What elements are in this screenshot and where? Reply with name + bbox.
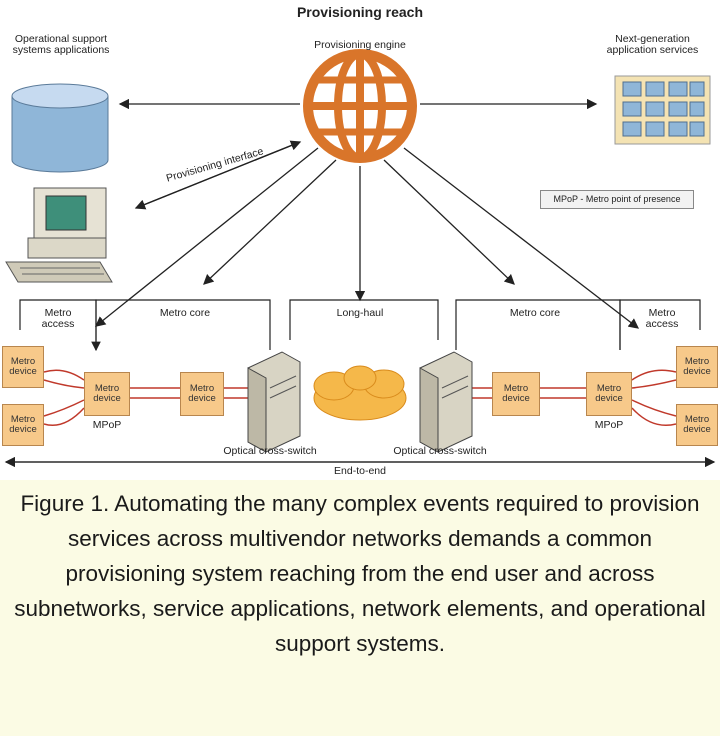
segment-metro-core-right: Metro core (509, 307, 561, 319)
segment-brackets (19, 299, 701, 352)
optical-switch-right-icon (419, 351, 473, 453)
diagram-graphics (4, 49, 716, 468)
metro-device-mpop-left: Metro device (84, 372, 130, 416)
optical-switch-left-label: Optical cross-switch (223, 445, 317, 457)
database-icon (11, 83, 109, 173)
segment-long-haul: Long-haul (336, 307, 384, 319)
metro-device-mpop-right: Metro device (586, 372, 632, 416)
legend-box: MPoP - Metro point of presence (540, 190, 694, 209)
network-links (43, 369, 677, 426)
caption-area: Figure 1. Automating the many complex ev… (0, 480, 720, 736)
end-to-end-label: End-to-end (334, 465, 386, 477)
nextgen-label: Next-generation application services (606, 33, 699, 56)
network-diagram: Provisioning reach Operational support s… (2, 4, 718, 477)
metro-device-right-bottom: Metro device (676, 404, 718, 446)
cloud-icon (313, 365, 407, 421)
server-grid-icon (614, 75, 711, 145)
provisioning-arrows (94, 98, 640, 329)
segment-metro-core-left: Metro core (159, 307, 211, 319)
engine-label: Provisioning engine (314, 39, 406, 51)
metro-device-core-left: Metro device (180, 372, 224, 416)
optical-switch-right-label: Optical cross-switch (393, 445, 487, 457)
metro-device-left-bottom: Metro device (2, 404, 44, 446)
diagram-title: Provisioning reach (296, 4, 424, 20)
metro-device-core-right: Metro device (492, 372, 540, 416)
segment-metro-access-right: Metro access (645, 307, 679, 330)
mpop-label-left: MPoP (92, 419, 122, 431)
workstation-icon (5, 187, 113, 283)
segment-metro-access-left: Metro access (41, 307, 75, 330)
metro-device-right-top: Metro device (676, 346, 718, 388)
optical-switch-left-icon (247, 351, 301, 453)
globe-icon (303, 49, 417, 163)
figure-caption: Figure 1. Automating the many complex ev… (14, 491, 706, 656)
metro-device-left-top: Metro device (2, 346, 44, 388)
mpop-label-right: MPoP (594, 419, 624, 431)
oss-label: Operational support systems applications (12, 33, 110, 56)
